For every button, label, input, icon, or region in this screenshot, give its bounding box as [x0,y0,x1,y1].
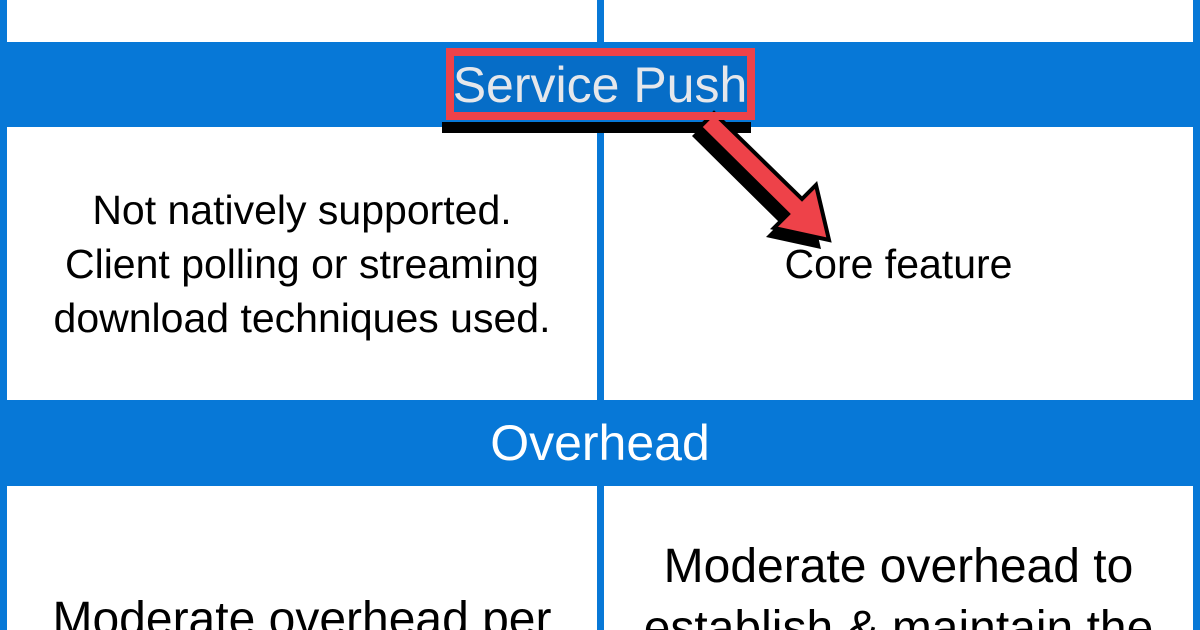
service-push-highlight-box [446,48,755,120]
table-right-border [1193,0,1200,630]
cell-text-line: establish & maintain the [643,602,1154,630]
column-divider-middle [597,127,604,400]
cell-text-line: download techniques used. [53,294,551,341]
cell-text-line: Client polling or streaming [64,240,539,287]
row-header-overhead: Overhead [0,400,1200,486]
cell-overhead-left: Moderate overhead per [7,486,597,630]
cell-text-line: Not natively supported. [92,186,512,233]
cell-text-line: Moderate overhead per [52,593,552,630]
service-push-header-label: Service Push [452,56,748,113]
cell-overhead-right: Moderate overhead to establish & maintai… [604,486,1193,630]
column-divider-top [597,0,604,42]
table-left-border [0,0,7,630]
column-divider-bottom [597,486,604,630]
cell-service-push-left: Not natively supported. Client polling o… [7,127,597,400]
cell-text-line: Moderate overhead to [663,540,1134,593]
overhead-header-label: Overhead [490,415,710,471]
highlight-box-shadow [442,122,751,133]
cell-service-push-right: Core feature [604,127,1193,400]
cell-text-line: Core feature [784,240,1013,287]
